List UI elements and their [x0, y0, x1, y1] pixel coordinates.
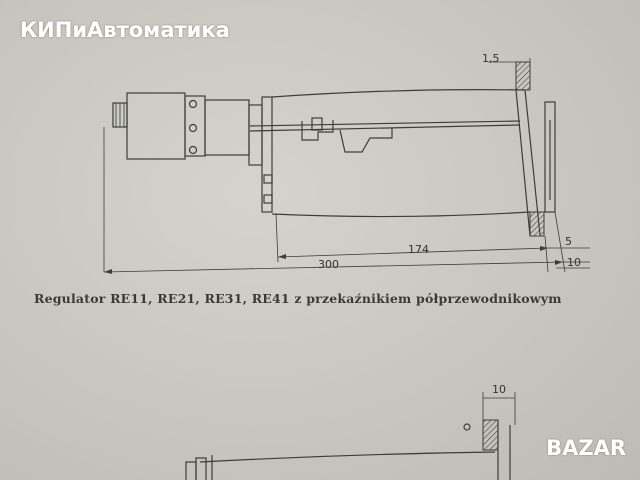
- hatched-plate-top: [515, 61, 531, 91]
- rod-bracket: [301, 120, 334, 141]
- regulator-head: [126, 92, 186, 160]
- end-wall: [524, 89, 541, 236]
- tube-bottom-edge: [271, 211, 531, 218]
- hatched-plate-lower: [482, 419, 499, 451]
- hatched-plate-bottom: [529, 211, 545, 237]
- diagram-caption: Regulator RE11, RE21, RE31, RE41 z przek…: [34, 291, 562, 306]
- dim-label-174: 174: [408, 243, 429, 256]
- dim-label-top: 1,5: [482, 52, 500, 65]
- sensing-rod: [249, 120, 521, 127]
- mounting-flange: [261, 96, 273, 213]
- regulator-drawing: 174 300 5 10 1,5: [103, 52, 590, 274]
- dim-label-lower-10: 10: [492, 383, 506, 396]
- dim-label-10: 10: [567, 256, 581, 269]
- tube-top-edge: [271, 89, 526, 98]
- watermark-logo: BAZAR: [546, 436, 626, 460]
- brand-logo: КИПиАвтоматика: [20, 18, 230, 42]
- second-regulator-drawing: 10: [185, 383, 516, 480]
- dim-label-5: 5: [565, 235, 572, 248]
- dim-label-300: 300: [318, 258, 339, 271]
- dim-line-300: [103, 261, 564, 273]
- dim-line-174: [277, 247, 549, 258]
